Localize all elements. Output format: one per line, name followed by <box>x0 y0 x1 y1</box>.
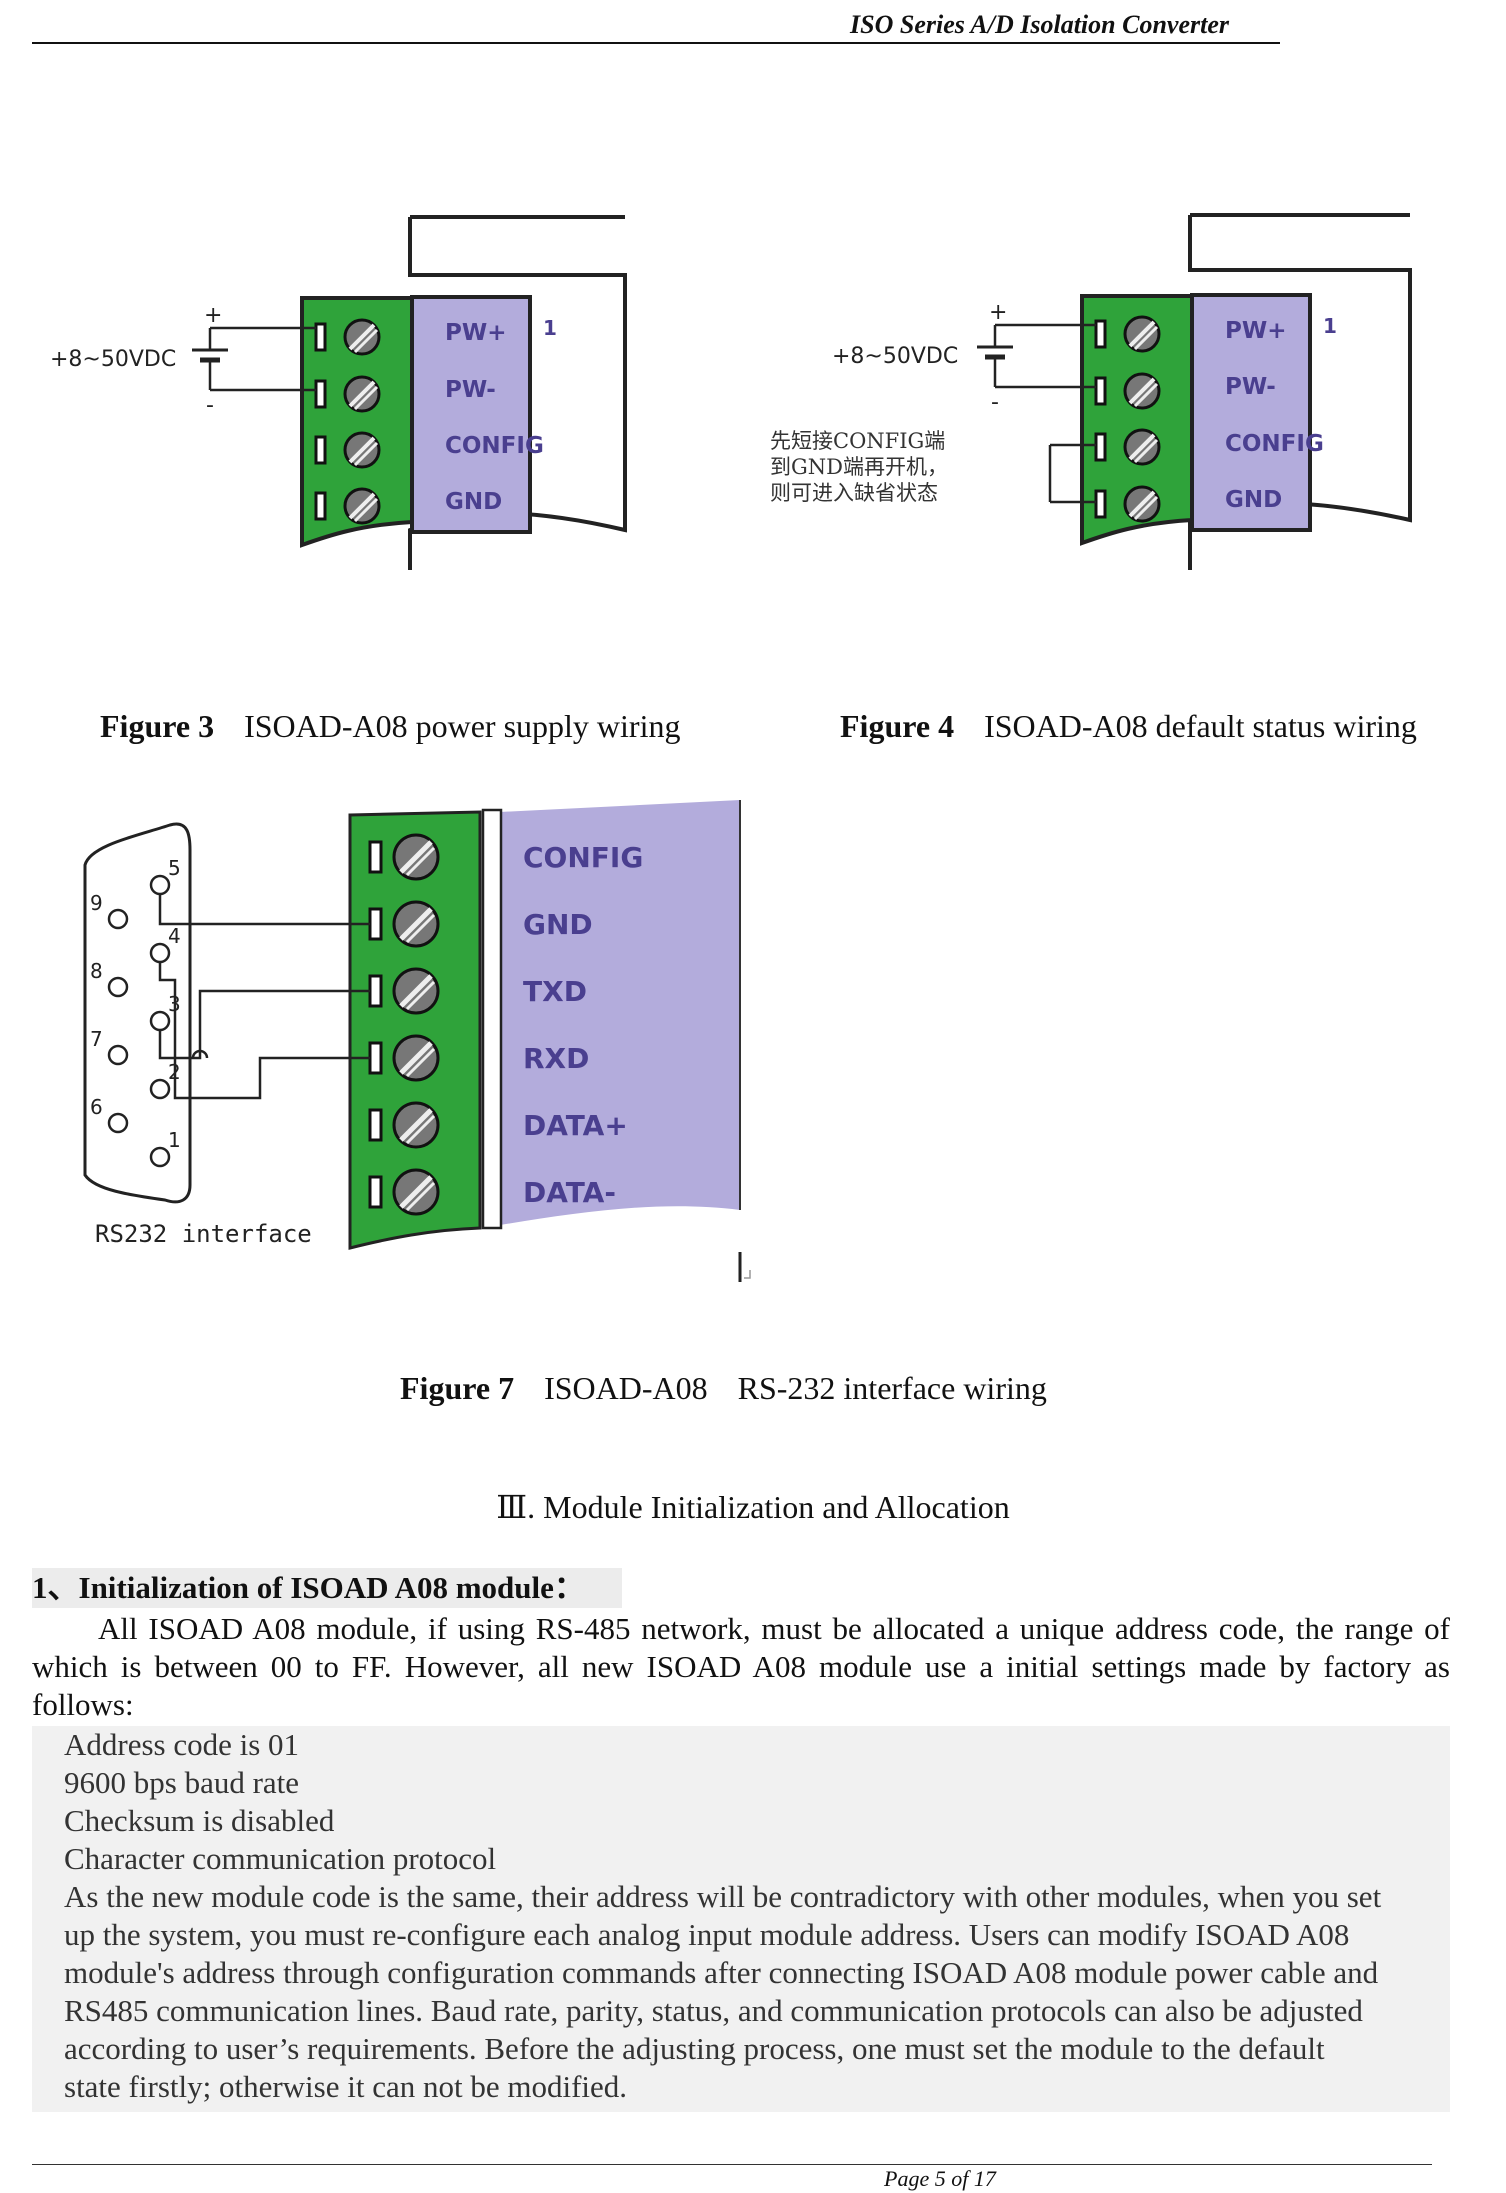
pin-label: CONFIG <box>523 841 643 874</box>
note-line: up the system, you must re-configure eac… <box>64 1917 1350 1952</box>
figure-4-diagram: PW+ 1 PW- CONFIG GND + - +8~50VDC 先短接CON… <box>770 213 1412 570</box>
terminal-screws <box>368 833 440 1216</box>
db9-connector <box>83 822 192 1204</box>
figure-7-diagram: CONFIG GND TXD RXD DATA+ DATA- 5 9 4 8 3… <box>83 800 751 1282</box>
figure-7-caption-model: ISOAD-A08 <box>544 1370 708 1406</box>
pin-label: CONFIG <box>445 433 544 459</box>
db9-pin-label: 1 <box>168 1128 181 1152</box>
pin-label: TXD <box>523 975 587 1008</box>
pin-label: RXD <box>523 1042 589 1075</box>
figure-4-caption-number: Figure 4 <box>840 708 955 744</box>
pin-label: GND <box>1225 487 1282 513</box>
default-note-line: 到GND端再开机， <box>770 455 948 479</box>
db9-pin-label: 6 <box>90 1095 103 1119</box>
note-line: As the new module code is the same, thei… <box>64 1879 1382 1914</box>
supply-voltage-label: +8~50VDC <box>832 344 958 369</box>
figure-3-caption-text: ISOAD-A08 power supply wiring <box>244 708 681 744</box>
pin-label: PW+ <box>445 320 507 346</box>
db9-pin-label: 8 <box>90 959 103 983</box>
pin-label: CONFIG <box>1225 431 1324 457</box>
figure-4-caption: Figure 4 ISOAD-A08 default status wiring <box>840 708 1417 745</box>
rs232-wiring <box>158 894 370 1100</box>
footer-rule <box>32 2164 1432 2165</box>
setting-line: Address code is 01 <box>64 1727 300 1762</box>
header-rule <box>32 42 1280 44</box>
pin-label: PW+ <box>1225 318 1287 344</box>
pin-label: PW- <box>445 377 496 403</box>
pin-label: PW- <box>1225 374 1276 400</box>
terminal-screws <box>1094 315 1161 523</box>
intro-paragraph: All ISOAD A08 module, if using RS-485 ne… <box>32 1611 1450 1722</box>
default-note-line: 则可进入缺省状态 <box>770 481 938 505</box>
header-title: ISO Series A/D Isolation Converter <box>850 10 1229 39</box>
note-line: RS485 communication lines. Baud rate, pa… <box>64 1993 1363 2028</box>
figure-3-caption: Figure 3 ISOAD-A08 power supply wiring <box>100 708 680 745</box>
terminal-screws <box>314 318 381 525</box>
db9-pin-label: 4 <box>168 924 181 948</box>
power-supply-symbol <box>192 326 316 392</box>
config-gnd-jumper <box>1048 443 1096 504</box>
setting-line: 9600 bps baud rate <box>64 1765 300 1800</box>
plus-sign: + <box>204 303 222 328</box>
figure-7-caption-number: Figure 7 <box>400 1370 515 1406</box>
figure-4-caption-text: ISOAD-A08 default status wiring <box>984 708 1417 744</box>
pin-label: DATA- <box>523 1176 616 1209</box>
pin-label: GND <box>445 489 502 515</box>
note-line: state firstly; otherwise it can not be m… <box>64 2069 628 2104</box>
pin-label: DATA+ <box>523 1109 628 1142</box>
pin-number: 1 <box>543 316 557 340</box>
minus-sign: - <box>991 390 999 415</box>
supply-voltage-label: +8~50VDC <box>50 347 176 372</box>
db9-pin-label: 9 <box>90 891 103 915</box>
note-line: module's address through configuration c… <box>64 1955 1379 1990</box>
text-cursor-mark <box>738 1252 751 1282</box>
subsection-heading: 1、Initialization of ISOAD A08 module： <box>32 1568 622 1608</box>
page-number: Page 5 of 17 <box>884 2166 996 2191</box>
figure-3-caption-number: Figure 3 <box>100 708 215 744</box>
pin-number: 1 <box>1323 314 1337 338</box>
setting-line: Checksum is disabled <box>64 1803 335 1838</box>
note-line: according to user’s requirements. Before… <box>64 2031 1325 2066</box>
plus-sign: + <box>989 300 1007 325</box>
settings-block: Address code is 01 9600 bps baud rate Ch… <box>32 1726 1450 2112</box>
db9-pin-label: 7 <box>90 1027 103 1051</box>
section-heading: Ⅲ. Module Initialization and Allocation <box>496 1489 1010 1525</box>
figure-7-caption: Figure 7 ISOAD-A08 RS-232 interface wiring <box>400 1370 1047 1407</box>
rs232-interface-label: RS232 interface <box>95 1220 312 1248</box>
figure-7-caption-text: RS-232 interface wiring <box>737 1370 1047 1406</box>
figure-3-diagram: PW+ 1 PW- CONFIG GND + - +8~50VDC <box>50 215 627 570</box>
default-note-line: 先短接CONFIG端 <box>770 429 945 453</box>
db9-pin-label: 5 <box>168 856 181 880</box>
pin-label: GND <box>523 908 593 941</box>
setting-line: Character communication protocol <box>64 1841 497 1876</box>
power-supply-symbol <box>977 323 1096 389</box>
minus-sign: - <box>206 393 214 418</box>
